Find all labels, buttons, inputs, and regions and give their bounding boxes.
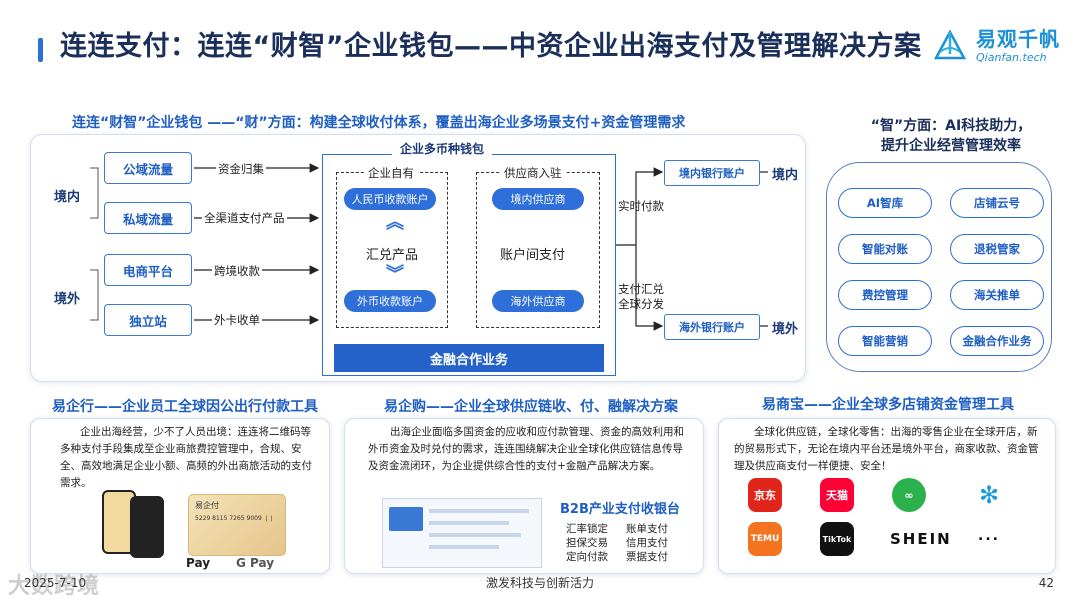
chevron-down-icon: ︾ [386,266,404,284]
card2-title: 易企购——企业全球供应链收、付、融解决方案 [384,396,678,416]
card3-description: 全球化供应链，全球化零售：出海的零售企业在全球开店，新的贸易形式下，无论在境内平… [734,424,1044,475]
ai-item-store-cloud: 店铺云号 [950,188,1044,218]
shein-logo: SHEIN [890,530,952,548]
ai-item-ai-think-tank: AI智库 [838,188,932,218]
domestic-bank-account: 境内银行账户 [664,160,760,186]
own-accounts-label: 企业自有 [364,165,418,181]
ai-item-smart-reconciliation: 智能对账 [838,234,932,264]
ai-title-line2: 提升企业经营管理效率 [838,136,1064,156]
ai-item-smart-marketing: 智能营销 [838,326,932,356]
supplier-group-label: 供应商入驻 [500,165,566,181]
source-ecommerce-platform: 电商平台 [104,254,192,286]
alibaba-app-icon: ✻ [972,478,1006,512]
ai-item-customs-push: 海关推单 [950,280,1044,310]
page-number: 42 [1039,576,1054,590]
google-pay-logo: G Pay [236,556,274,570]
tiktok-app-icon: TikTok [820,522,854,556]
screenshot-line [429,545,499,549]
destination-domestic: 境内 [772,164,798,183]
b2b-item-escrow: 担保交易 [566,535,608,550]
screenshot-line [429,533,521,537]
ai-section-title: “智”方面：AI科技助力， 提升企业经营管理效率 [838,116,1064,156]
domestic-supplier: 境内供应商 [492,188,584,210]
ai-item-finance-cooperation: 金融合作业务 [950,326,1044,356]
card3-title: 易商宝——企业全球多店铺资金管理工具 [762,394,1014,414]
card1-description: 企业出海经营，少不了人员出境：连连将二维码等多种支付手段集成至企业商旅费控管理中… [60,424,314,492]
screenshot-line [429,521,509,525]
inter-account-payment-label: 账户间支付 [500,244,565,263]
region-domestic: 境内 [54,186,80,205]
tmall-app-icon: 天猫 [820,478,854,512]
payment-card: 易企付 5229 8115 7265 9009 ❘❘ [188,494,286,556]
screenshot-block [389,507,423,531]
screenshot-line [429,509,529,513]
exchange-product-label: 汇兑产品 [366,244,418,263]
ai-item-tax-refund: 退税管家 [950,234,1044,264]
temu-app-icon: TEMU [748,522,782,556]
b2b-cashier-title: B2B产业支付收银台 [560,498,680,517]
b2b-item-rate-lock: 汇率锁定 [566,521,608,536]
wechat-pay-app-icon: ∞ [892,478,926,512]
phone-mockup-2 [130,496,164,558]
finance-cooperation-bar: 金融合作业务 [334,344,604,372]
source-independent-site: 独立站 [104,304,192,336]
fx-collection-account: 外币收款账户 [344,290,436,312]
footer-slogan: 激发科技与创新活力 [0,574,1080,591]
realtime-payment-label: 实时付款 [618,198,664,214]
overseas-supplier: 海外供应商 [492,290,584,312]
card1-title: 易企行——企业员工全球因公出行付款工具 [52,396,318,416]
flow-omnichannel-payment: 全渠道支付产品 [202,210,287,226]
more-apps-indicator: ... [978,528,1000,544]
rmb-collection-account: 人民币收款账户 [344,188,436,210]
ai-title-line1: “智”方面：AI科技助力， [838,116,1064,136]
wallet-title: 企业多币种钱包 [392,140,492,157]
source-public-traffic: 公域流量 [104,152,192,184]
flow-card-acquiring: 外卡收单 [212,312,262,328]
b2b-item-credit-payment: 信用支付 [626,535,668,550]
apple-pay-logo: Pay [186,556,210,570]
payment-card-number: 5229 8115 7265 9009 ❘❘ [195,515,274,522]
jd-app-icon: 京东 [748,478,782,512]
b2b-item-directed-payment: 定向付款 [566,549,608,564]
fx-distribution-label: 支付汇兑 全球分发 [618,282,664,312]
payment-card-name: 易企付 [195,500,219,511]
source-private-traffic: 私域流量 [104,202,192,234]
cashier-screenshot [382,498,542,568]
overseas-bank-account: 海外银行账户 [664,314,760,340]
chevron-up-icon: ︽ [386,214,404,232]
destination-overseas: 境外 [772,318,798,337]
ai-item-expense-control: 费控管理 [838,280,932,310]
flow-fund-collection: 资金归集 [216,161,266,177]
flow-cross-border-collection: 跨境收款 [212,263,262,279]
b2b-item-bill-payment: 账单支付 [626,521,668,536]
region-overseas: 境外 [54,288,80,307]
card2-description: 出海企业面临多国资金的应收和应付款管理、资金的高效利用和外币资金及时兑付的需求，… [368,424,684,475]
b2b-item-bill-note-payment: 票据支付 [626,549,668,564]
